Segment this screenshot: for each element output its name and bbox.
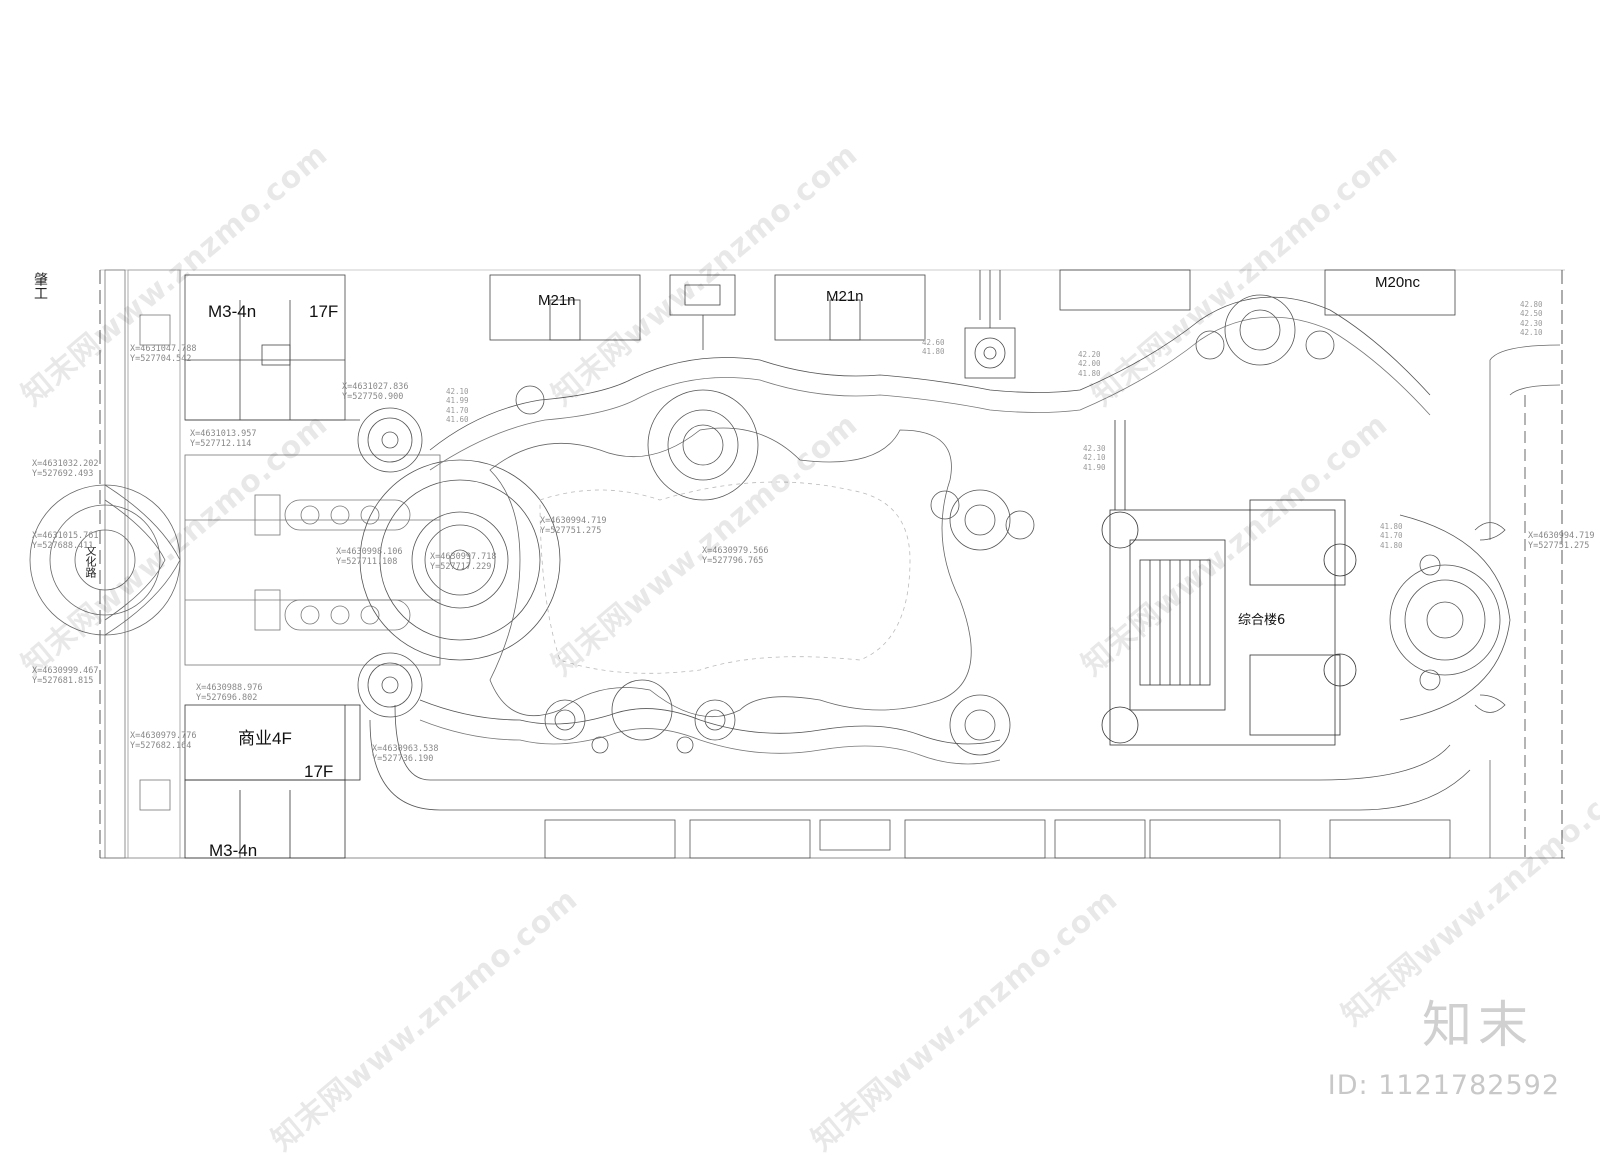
label-complex: 综合楼6 <box>1238 613 1286 628</box>
coordinate-label: X=4630963.538 Y=527736.190 <box>372 744 439 764</box>
west-planter-bottom <box>139 779 171 811</box>
building-m21-b <box>774 274 926 341</box>
coordinate-label: X=4631027.836 Y=527750.900 <box>342 382 409 402</box>
north-fountain <box>964 270 1016 379</box>
building-m21-a <box>489 274 641 341</box>
label-m3-top: M3-4n <box>208 302 257 321</box>
elevation-marks: 41.80 41.70 41.80 <box>1380 522 1403 550</box>
building-m3-top <box>184 274 360 421</box>
north-east-fountain <box>1195 294 1335 366</box>
label-17f-top: 17F <box>309 302 339 321</box>
label-west-road: 文化路 <box>84 545 97 578</box>
label-m21-a: M21n <box>538 292 576 309</box>
coordinate-label: X=4630997.718 Y=527717.229 <box>430 552 497 572</box>
complex-building <box>1101 420 1357 746</box>
site-plan-drawing <box>29 269 1565 859</box>
brand-logo-text: 知末 <box>1422 996 1534 1054</box>
elevation-marks: 42.10 41.99 41.70 41.60 <box>446 387 469 425</box>
label-commercial: 商业4F <box>238 729 292 748</box>
coordinate-label: X=4631013.957 Y=527712.114 <box>190 429 257 449</box>
south-promenade <box>419 699 1001 745</box>
label-17f-bottom: 17F <box>304 762 334 781</box>
coordinate-label: X=4630994.719 Y=527751.275 <box>1528 531 1595 551</box>
elevation-marks: 42.30 42.10 41.90 <box>1083 444 1106 472</box>
south-building-strip <box>544 819 1451 859</box>
elevation-marks: 42.20 42.00 41.80 <box>1078 350 1101 378</box>
coordinate-label: X=4630998.106 Y=527711.108 <box>336 547 403 567</box>
central-rotunda <box>359 459 561 661</box>
coordinate-label: X=4631032.202 Y=527692.493 <box>32 459 99 479</box>
coordinate-label: X=4630994.719 Y=527751.275 <box>540 516 607 536</box>
south-road <box>394 704 1451 781</box>
west-planter-top <box>139 314 171 346</box>
coordinate-label: X=4630999.467 Y=527681.815 <box>32 666 99 686</box>
label-jiebian-gong: 肇工 <box>32 272 48 300</box>
west-axis-plaza <box>184 454 441 666</box>
label-m21-b: M21n <box>826 288 864 305</box>
elevation-marks: 42.60 41.80 <box>922 338 945 357</box>
south-garden-nodes <box>544 679 736 754</box>
rosette-south-west <box>357 652 423 718</box>
pavilion-north <box>669 274 736 350</box>
east-road-curve <box>1489 344 1561 361</box>
coordinate-label: X=4630988.976 Y=527696.802 <box>196 683 263 703</box>
building-m20 <box>1059 269 1456 316</box>
lake-west-pavilions <box>930 489 1035 756</box>
rosette-north-west <box>357 407 423 473</box>
west-road-strip <box>104 269 126 859</box>
label-m20: M20nc <box>1375 274 1421 291</box>
commercial-building <box>184 704 361 859</box>
label-m3-bottom: M3-4n <box>209 841 258 860</box>
image-id-text: ID: 1121782592 <box>1327 1070 1560 1101</box>
coordinate-label: X=4631047.788 Y=527704.542 <box>130 344 197 364</box>
coordinate-label: X=4631015.761 Y=527688.411 <box>32 531 99 551</box>
west-entrance-rosette <box>29 484 181 636</box>
coordinate-label: X=4630979.776 Y=527682.164 <box>130 731 197 751</box>
east-plaza <box>1389 514 1511 721</box>
north-overlook <box>515 385 759 501</box>
elevation-marks: 42.80 42.50 42.30 42.10 <box>1520 300 1543 338</box>
lake-outline <box>489 427 972 718</box>
coordinate-label: X=4630979.566 Y=527796.765 <box>702 546 769 566</box>
